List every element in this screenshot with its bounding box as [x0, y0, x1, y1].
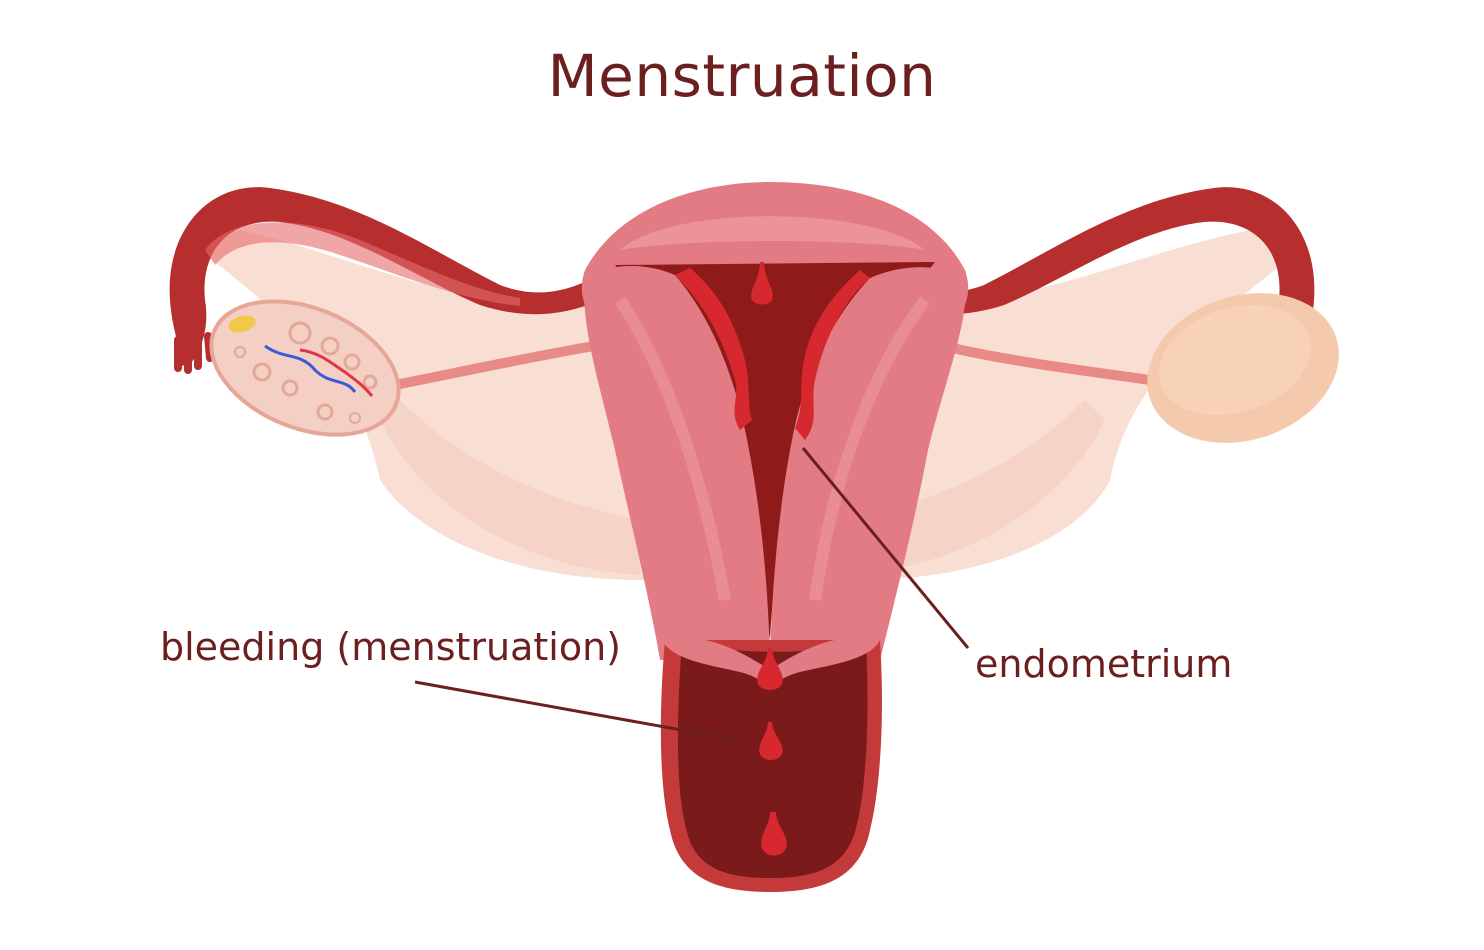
- endometrium-lining: [675, 268, 752, 430]
- label-bleeding: bleeding (menstruation): [160, 625, 622, 669]
- blood-drop: [759, 722, 783, 760]
- vein: [264, 344, 357, 393]
- diagram-title: Menstruation: [547, 42, 937, 110]
- label-endometrium: endometrium: [975, 642, 1233, 686]
- artery: [299, 348, 374, 397]
- leader-line-endometrium: [801, 447, 970, 649]
- uterus-wall-left-fold: [615, 296, 731, 602]
- uterus-fundus-highlight: [620, 216, 925, 250]
- fallopian-tube-left-inner: [205, 222, 520, 306]
- broad-ligament-shade: [380, 400, 640, 575]
- leader-line-bleeding: [414, 680, 749, 744]
- ovarian-ligament-right: [938, 340, 1151, 385]
- fimbriae-left: [174, 332, 214, 374]
- fallopian-tube-left: [169, 187, 601, 366]
- blood-drop: [751, 262, 773, 305]
- cervix: [662, 637, 880, 690]
- ovarian-ligament-left: [394, 340, 601, 390]
- ovary-right-highlight: [1159, 304, 1311, 416]
- vaginal-canal-inner: [677, 642, 868, 878]
- fallopian-tube-right: [884, 187, 1315, 366]
- uterus-wall-right-fold: [809, 296, 930, 601]
- ovary-left: [209, 299, 401, 437]
- blood-drop: [761, 812, 787, 856]
- endometrium-lining: [795, 270, 870, 440]
- blood-drop: [757, 648, 783, 690]
